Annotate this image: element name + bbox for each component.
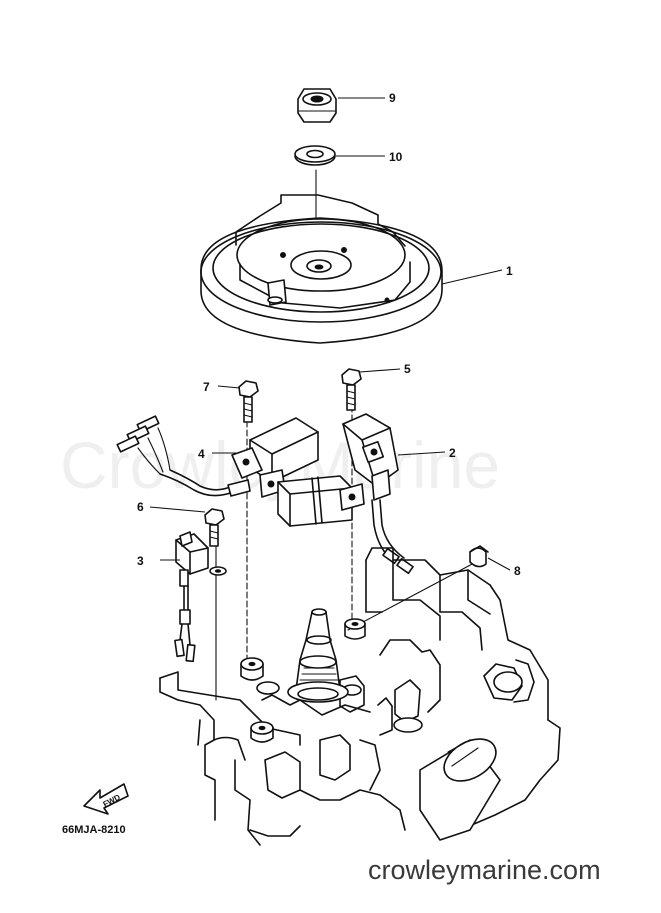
website-footer[interactable]: crowleymarine.com xyxy=(368,855,601,885)
callout-5[interactable]: 5 xyxy=(404,362,411,376)
engine-block xyxy=(159,547,561,846)
part-10-washer[interactable] xyxy=(294,145,336,166)
part-8-key[interactable] xyxy=(469,545,489,568)
part-7-bolt[interactable] xyxy=(238,380,259,423)
crankshaft xyxy=(287,608,349,703)
callout-2[interactable]: 2 xyxy=(449,446,456,460)
callout-1[interactable]: 1 xyxy=(506,264,513,278)
callout-10[interactable]: 10 xyxy=(389,150,403,164)
part-9-nut[interactable] xyxy=(297,88,337,123)
part-1-flywheel[interactable] xyxy=(200,194,443,344)
callout-labels: 1 2 3 4 5 6 7 8 9 10 xyxy=(137,91,521,578)
diagram-code: 66MJA-8210 xyxy=(62,824,126,836)
callout-7[interactable]: 7 xyxy=(203,380,210,394)
callout-8[interactable]: 8 xyxy=(514,564,521,578)
center-coil[interactable] xyxy=(259,469,365,527)
callout-9[interactable]: 9 xyxy=(389,91,396,105)
callout-6[interactable]: 6 xyxy=(137,500,144,514)
callout-3[interactable]: 3 xyxy=(137,554,144,568)
oil-filter xyxy=(419,738,501,841)
part-3-sensor[interactable] xyxy=(174,531,209,663)
callout-4[interactable]: 4 xyxy=(198,447,205,461)
callout-leaders xyxy=(149,97,511,571)
part-5-bolt[interactable] xyxy=(341,368,362,411)
part-6-bolt[interactable] xyxy=(204,508,227,576)
wire-connectors-left xyxy=(116,415,171,475)
thermostat-housing xyxy=(483,659,535,703)
fwd-arrow-icon: FWD xyxy=(83,783,129,815)
